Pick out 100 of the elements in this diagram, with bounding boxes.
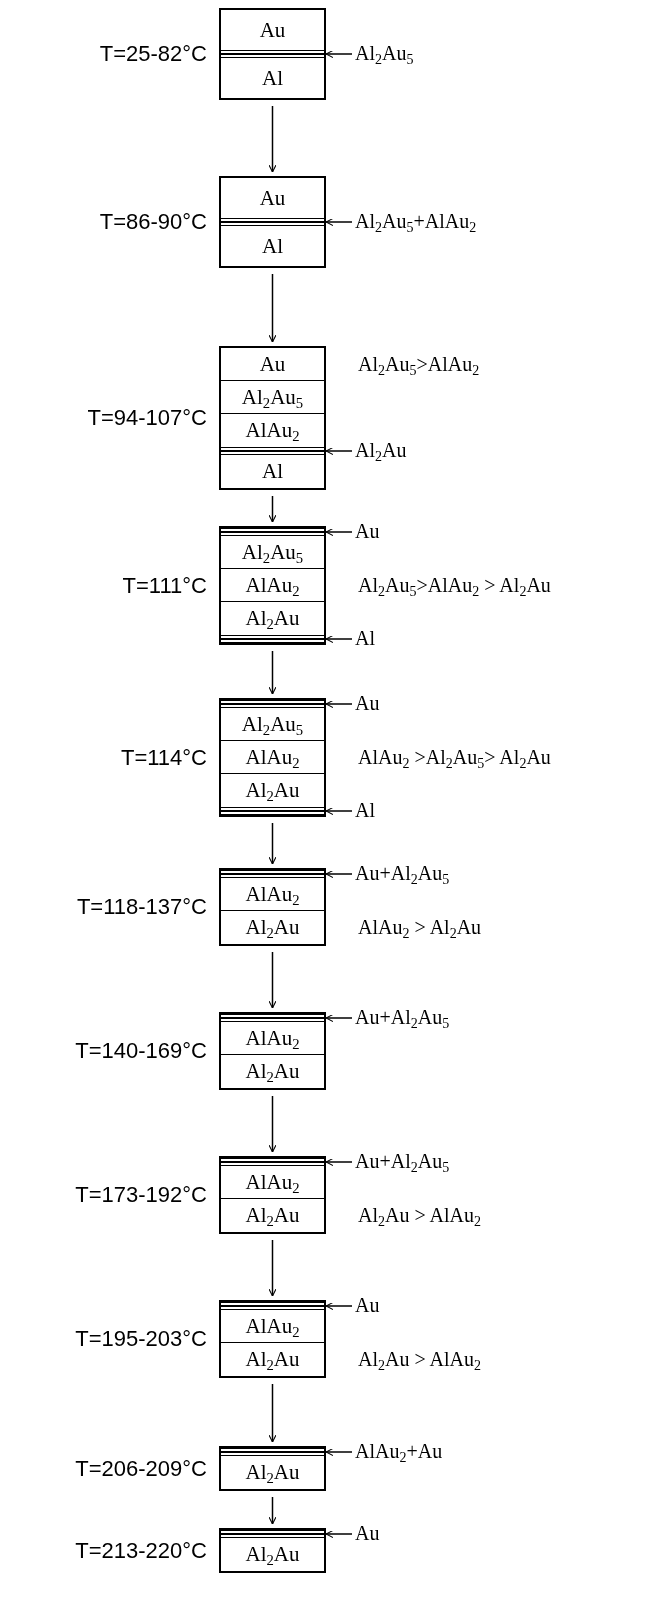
- temperature-label: T=195-203°C: [75, 1326, 207, 1352]
- phase-label: Al$_{2}$Au$_{5}$+AlAu$_{2}$: [355, 210, 477, 233]
- layer-stack: [219, 346, 326, 490]
- leader-arrow: [325, 1301, 353, 1311]
- layer: Al: [221, 58, 324, 98]
- thin-layer-band: [221, 1448, 324, 1456]
- leader-arrow: [325, 447, 353, 456]
- phase-label: Au: [355, 1522, 380, 1545]
- arrow: [268, 273, 277, 343]
- leader-arrow: [325, 1014, 353, 1023]
- leader-arrow: [325, 528, 353, 537]
- layer-stack: [219, 526, 326, 645]
- layer: Al$_{2}$Au: [221, 1343, 324, 1376]
- ratio-note: Al$_{2}$Au > AlAu$_{2}$: [358, 1347, 482, 1371]
- phase-label: Au+Al$_{2}$Au$_{5}$: [355, 1006, 450, 1029]
- temperature-label: T=86-90°C: [99, 209, 207, 235]
- ratio-note: AlAu$_{2}$ > Al$_{2}$Au: [358, 915, 482, 939]
- thin-layer-band: [221, 50, 324, 58]
- ratio-note: AlAu$_{2}$ >Al$_{2}$Au$_{5}$> Al$_{2}$Au: [358, 745, 551, 769]
- layer: AlAu$_{2}$: [221, 741, 324, 774]
- arrow: [268, 822, 277, 865]
- temperature-label: T=94-107°C: [87, 405, 207, 431]
- phase-label: Au+Al$_{2}$Au$_{5}$: [355, 862, 450, 885]
- arrow: [268, 650, 277, 695]
- ratio-note: Al$_{2}$Au > AlAu$_{2}$: [358, 1203, 482, 1227]
- temperature-label: T=111°C: [122, 572, 207, 599]
- layer: Al$_{2}$Au$_{5}$: [221, 536, 324, 569]
- arrow: [268, 1095, 277, 1153]
- layer-stack: [219, 1300, 326, 1378]
- phase-label: Au+Al$_{2}$Au$_{5}$: [355, 1150, 450, 1173]
- leader-arrow: [325, 635, 353, 644]
- thin-layer-band: [221, 1014, 324, 1022]
- thin-layer-band: [221, 807, 324, 815]
- layer: Al$_{2}$Au: [221, 1199, 324, 1232]
- layer: AlAu$_{2}$: [221, 878, 324, 911]
- layer: Al$_{2}$Au$_{5}$: [221, 381, 324, 414]
- layer-stack: [219, 176, 326, 268]
- phase-label: Al$_{2}$Au: [355, 439, 407, 462]
- phase-label: Au: [355, 520, 380, 543]
- layer: Al$_{2}$Au: [221, 1456, 324, 1489]
- arrow: [268, 1496, 277, 1525]
- leader-arrow: [325, 1157, 353, 1167]
- layer: AlAu$_{2}$: [221, 1310, 324, 1343]
- layer: AlAu$_{2}$: [221, 1166, 324, 1199]
- leader-arrow: [325, 218, 353, 227]
- arrow: [268, 1239, 277, 1297]
- phase-label: Al$_{2}$Au$_{5}$: [355, 42, 414, 65]
- layer: Au: [221, 178, 324, 218]
- arrow: [268, 1383, 277, 1443]
- phase-label: Au: [355, 1294, 380, 1317]
- layer: AlAu$_{2}$: [221, 1022, 324, 1055]
- leader-arrow: [325, 700, 353, 709]
- thin-layer-band: [221, 218, 324, 226]
- layer-stack: [219, 8, 326, 100]
- temperature-label: T=25-82°C: [99, 41, 207, 67]
- leader-arrow: [325, 1448, 353, 1457]
- layer: Al$_{2}$Au$_{5}$: [221, 708, 324, 741]
- leader-arrow: [325, 50, 353, 59]
- thin-layer-band: [221, 528, 324, 536]
- layer: Al$_{2}$Au: [221, 774, 324, 807]
- layer: Al$_{2}$Au: [221, 1538, 324, 1571]
- layer: Al$_{2}$Au: [221, 911, 324, 944]
- layer-stack: [219, 698, 326, 817]
- layer: Au: [221, 348, 324, 381]
- ratio-note: Al$_{2}$Au$_{5}$>AlAu$_{2}$ > Al$_{2}$Au: [358, 573, 551, 597]
- layer: Al: [221, 226, 324, 266]
- temperature-label: T=140-169°C: [75, 1038, 207, 1064]
- arrow: [268, 951, 277, 1009]
- layer-stack: [219, 1446, 326, 1491]
- temperature-label: T=114°C: [120, 744, 207, 771]
- phase-label: AlAu$_{2}$+Au: [355, 1440, 443, 1463]
- temperature-label: T=173-192°C: [75, 1182, 207, 1208]
- phase-label: Al: [355, 799, 375, 822]
- thin-layer-band: [221, 1158, 324, 1166]
- thin-layer-band: [221, 1302, 324, 1310]
- temperature-label: T=206-209°C: [75, 1455, 207, 1482]
- arrow: [268, 105, 277, 173]
- phase-label: Al: [355, 627, 375, 650]
- layer: Al$_{2}$Au: [221, 602, 324, 635]
- thin-layer-band: [221, 447, 324, 455]
- temperature-label: T=118-137°C: [76, 894, 207, 920]
- thin-layer-band: [221, 870, 324, 878]
- ratio-note: Al$_{2}$Au$_{5}$>AlAu$_{2}$: [358, 352, 480, 376]
- temperature-label: T=213-220°C: [75, 1537, 207, 1564]
- leader-arrow: [325, 870, 353, 879]
- layer-stack: [219, 1012, 326, 1090]
- thin-layer-band: [221, 1530, 324, 1538]
- layer: AlAu$_{2}$: [221, 414, 324, 447]
- leader-arrow: [325, 807, 353, 816]
- layer-stack: [219, 1528, 326, 1573]
- thin-layer-band: [221, 635, 324, 643]
- phase-label: Au: [355, 692, 380, 715]
- thin-layer-band: [221, 700, 324, 708]
- layer: Al$_{2}$Au: [221, 1055, 324, 1088]
- arrow: [268, 495, 277, 523]
- layer: Au: [221, 10, 324, 50]
- layer: Al: [221, 455, 324, 488]
- leader-arrow: [325, 1530, 353, 1539]
- layer-stack: [219, 1156, 326, 1234]
- layer: AlAu$_{2}$: [221, 569, 324, 602]
